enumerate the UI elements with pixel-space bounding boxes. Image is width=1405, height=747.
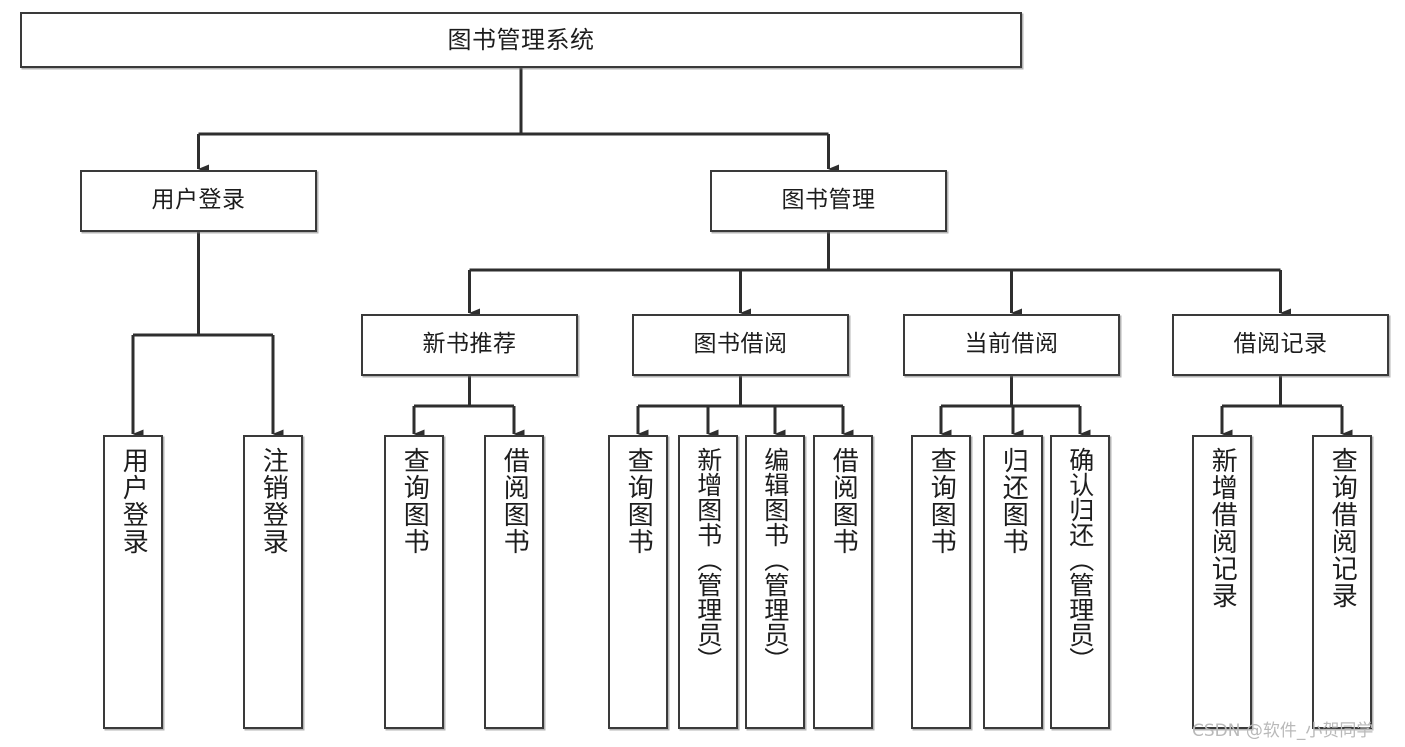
node-label: 当前借阅: [964, 331, 1059, 358]
node-label: 图书借阅: [693, 331, 788, 358]
node-borrow[interactable]: 图书借阅: [632, 314, 849, 376]
node-l-cu-query[interactable]: 查询图书: [911, 435, 971, 729]
node-l-bw-edit[interactable]: 编辑图书（管理员）: [745, 435, 805, 729]
node-l-userlogin[interactable]: 用户登录: [103, 435, 163, 729]
node-l-bw-query[interactable]: 查询图书: [608, 435, 668, 729]
node-label: 查询借阅记录: [1327, 447, 1358, 609]
node-l-rc-add[interactable]: 新增借阅记录: [1192, 435, 1252, 729]
node-label: 新增借阅记录: [1207, 447, 1238, 609]
node-l-nb-query[interactable]: 查询图书: [384, 435, 444, 729]
node-label: 注销登录: [258, 447, 289, 555]
node-label: 查询图书: [623, 447, 654, 555]
node-l-bw-borrow[interactable]: 借阅图书: [813, 435, 873, 729]
node-label: 查询图书: [399, 447, 430, 555]
node-label: 图书管理系统: [447, 25, 595, 54]
node-label: 编辑图书（管理员）: [760, 447, 790, 672]
node-label: 借阅图书: [828, 447, 859, 555]
node-label: 新增图书（管理员）: [693, 447, 723, 672]
node-label: 图书管理: [781, 187, 876, 214]
node-label: 用户登录: [118, 447, 149, 555]
node-l-nb-borrow[interactable]: 借阅图书: [484, 435, 544, 729]
node-l-cu-return[interactable]: 归还图书: [983, 435, 1043, 729]
node-label: 新书推荐: [422, 331, 517, 358]
node-label: 借阅图书: [499, 447, 530, 555]
node-label: 用户登录: [151, 187, 246, 214]
node-l-cu-confirm[interactable]: 确认归还（管理员）: [1050, 435, 1110, 729]
node-l-bw-add[interactable]: 新增图书（管理员）: [678, 435, 738, 729]
node-current[interactable]: 当前借阅: [903, 314, 1120, 376]
watermark: CSDN @软件_小贺同学: [1192, 721, 1374, 741]
node-newbook[interactable]: 新书推荐: [361, 314, 578, 376]
node-label: 确认归还（管理员）: [1065, 447, 1095, 672]
node-label: 查询图书: [926, 447, 957, 555]
node-l-logout[interactable]: 注销登录: [243, 435, 303, 729]
node-login[interactable]: 用户登录: [80, 170, 317, 232]
node-label: 借阅记录: [1233, 331, 1328, 358]
node-l-rc-query[interactable]: 查询借阅记录: [1312, 435, 1372, 729]
node-root[interactable]: 图书管理系统: [20, 12, 1022, 68]
node-bookmgmt[interactable]: 图书管理: [710, 170, 947, 232]
node-records[interactable]: 借阅记录: [1172, 314, 1389, 376]
node-label: 归还图书: [998, 447, 1029, 555]
